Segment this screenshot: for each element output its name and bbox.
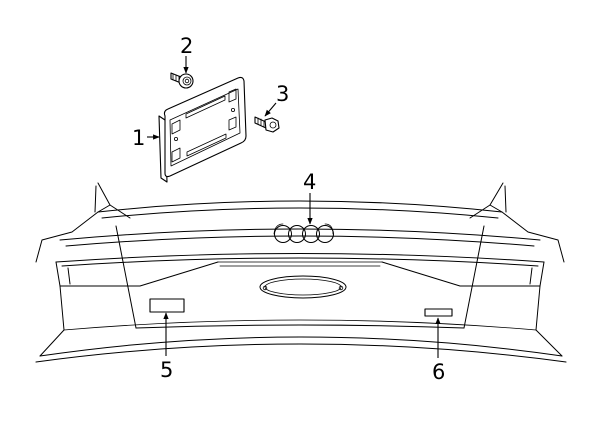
- callout-4: 4: [303, 170, 316, 194]
- rings-emblem: [273, 223, 334, 243]
- bolt: [254, 116, 280, 133]
- right-badge: [424, 308, 453, 317]
- emblem-recess: [259, 275, 347, 299]
- leader-3: [264, 102, 277, 117]
- screw: [170, 72, 194, 89]
- license-plate-bracket: [158, 76, 247, 183]
- trunk-lid-outline: [35, 182, 567, 363]
- callout-2: 2: [180, 34, 193, 58]
- callout-6: 6: [432, 360, 445, 384]
- left-badge: [149, 298, 185, 313]
- callout-5: 5: [160, 358, 173, 382]
- callout-3: 3: [276, 82, 289, 106]
- callout-1: 1: [132, 126, 145, 150]
